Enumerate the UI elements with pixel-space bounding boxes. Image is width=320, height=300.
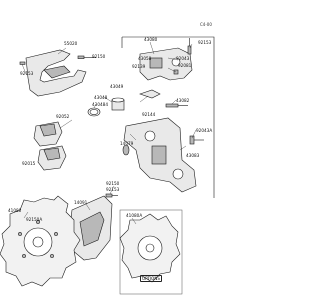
guard-bolt-left (19, 61, 26, 65)
part-label-92144: 92144 (142, 112, 156, 117)
piston-top (111, 97, 125, 103)
diagram-artwork (0, 36, 215, 295)
pad-pin-bolt (165, 103, 188, 108)
diagram-code: C4-00 (200, 22, 212, 27)
piston-seal-inner (89, 109, 99, 115)
bracket-bolt-right (189, 135, 204, 145)
bracket-hole-2 (172, 168, 184, 180)
part-label-14091: 14091 (74, 200, 88, 205)
brake-disc-option (119, 213, 181, 283)
part-label-92139: 92139 (132, 64, 146, 69)
brake-pad-right-lining (43, 147, 61, 161)
part-label-43080: 43080 (144, 37, 158, 42)
part-label-43049: 43049 (110, 84, 124, 89)
brake-disc (0, 195, 81, 287)
caliper-piston-bore (149, 57, 163, 69)
part-label-430484: 430484 (92, 102, 108, 107)
bracket-hole-1 (144, 130, 156, 142)
disc-cover-window (79, 211, 105, 247)
exploded-parts-diagram: C4-00 55020 43080 92153 92150 92153 4305… (0, 22, 215, 295)
disc-guard (25, 49, 87, 97)
guard-bolt-top (77, 55, 96, 59)
part-label-92153-top: 92153 (198, 40, 212, 45)
part-label-43083: 43083 (186, 153, 200, 158)
part-label-92153-bot: 92153 (106, 187, 120, 192)
options-label: OPTIONS (140, 275, 162, 282)
bleeder-valve (187, 38, 192, 55)
part-label-14079: 14079 (120, 141, 134, 146)
part-label-92052: 92052 (56, 114, 70, 119)
pad-spring (139, 89, 161, 99)
caliper-group-bracket (122, 36, 215, 198)
part-label-92043: 92043 (176, 56, 190, 61)
part-label-92081: 92081 (178, 63, 192, 68)
part-label-92150: 92150 (92, 54, 106, 59)
part-label-43082: 43082 (176, 98, 190, 103)
part-label-92150a: 92150A (26, 217, 43, 222)
part-label-41080: 41080 (8, 208, 22, 213)
part-label-92043a: 92043A (196, 128, 213, 133)
option-frame (119, 209, 183, 295)
part-label-92153-left: 92153 (20, 71, 34, 76)
bracket-boot (122, 144, 130, 156)
brake-pad-left-lining (39, 123, 57, 137)
part-label-41080a: 41080A (126, 213, 143, 218)
caliper-body (139, 47, 193, 81)
bracket-slider (151, 145, 167, 165)
part-label-43058: 43058 (138, 56, 152, 61)
disc-cover-bolt (105, 193, 118, 198)
part-label-43048: 43048 (94, 95, 108, 100)
leader-lines (21, 41, 197, 225)
disc-guard-window (43, 65, 71, 79)
part-label-55020: 55020 (64, 41, 78, 46)
part-label-92015: 92015 (22, 161, 36, 166)
part-label-92150-b: 92150 (106, 181, 120, 186)
